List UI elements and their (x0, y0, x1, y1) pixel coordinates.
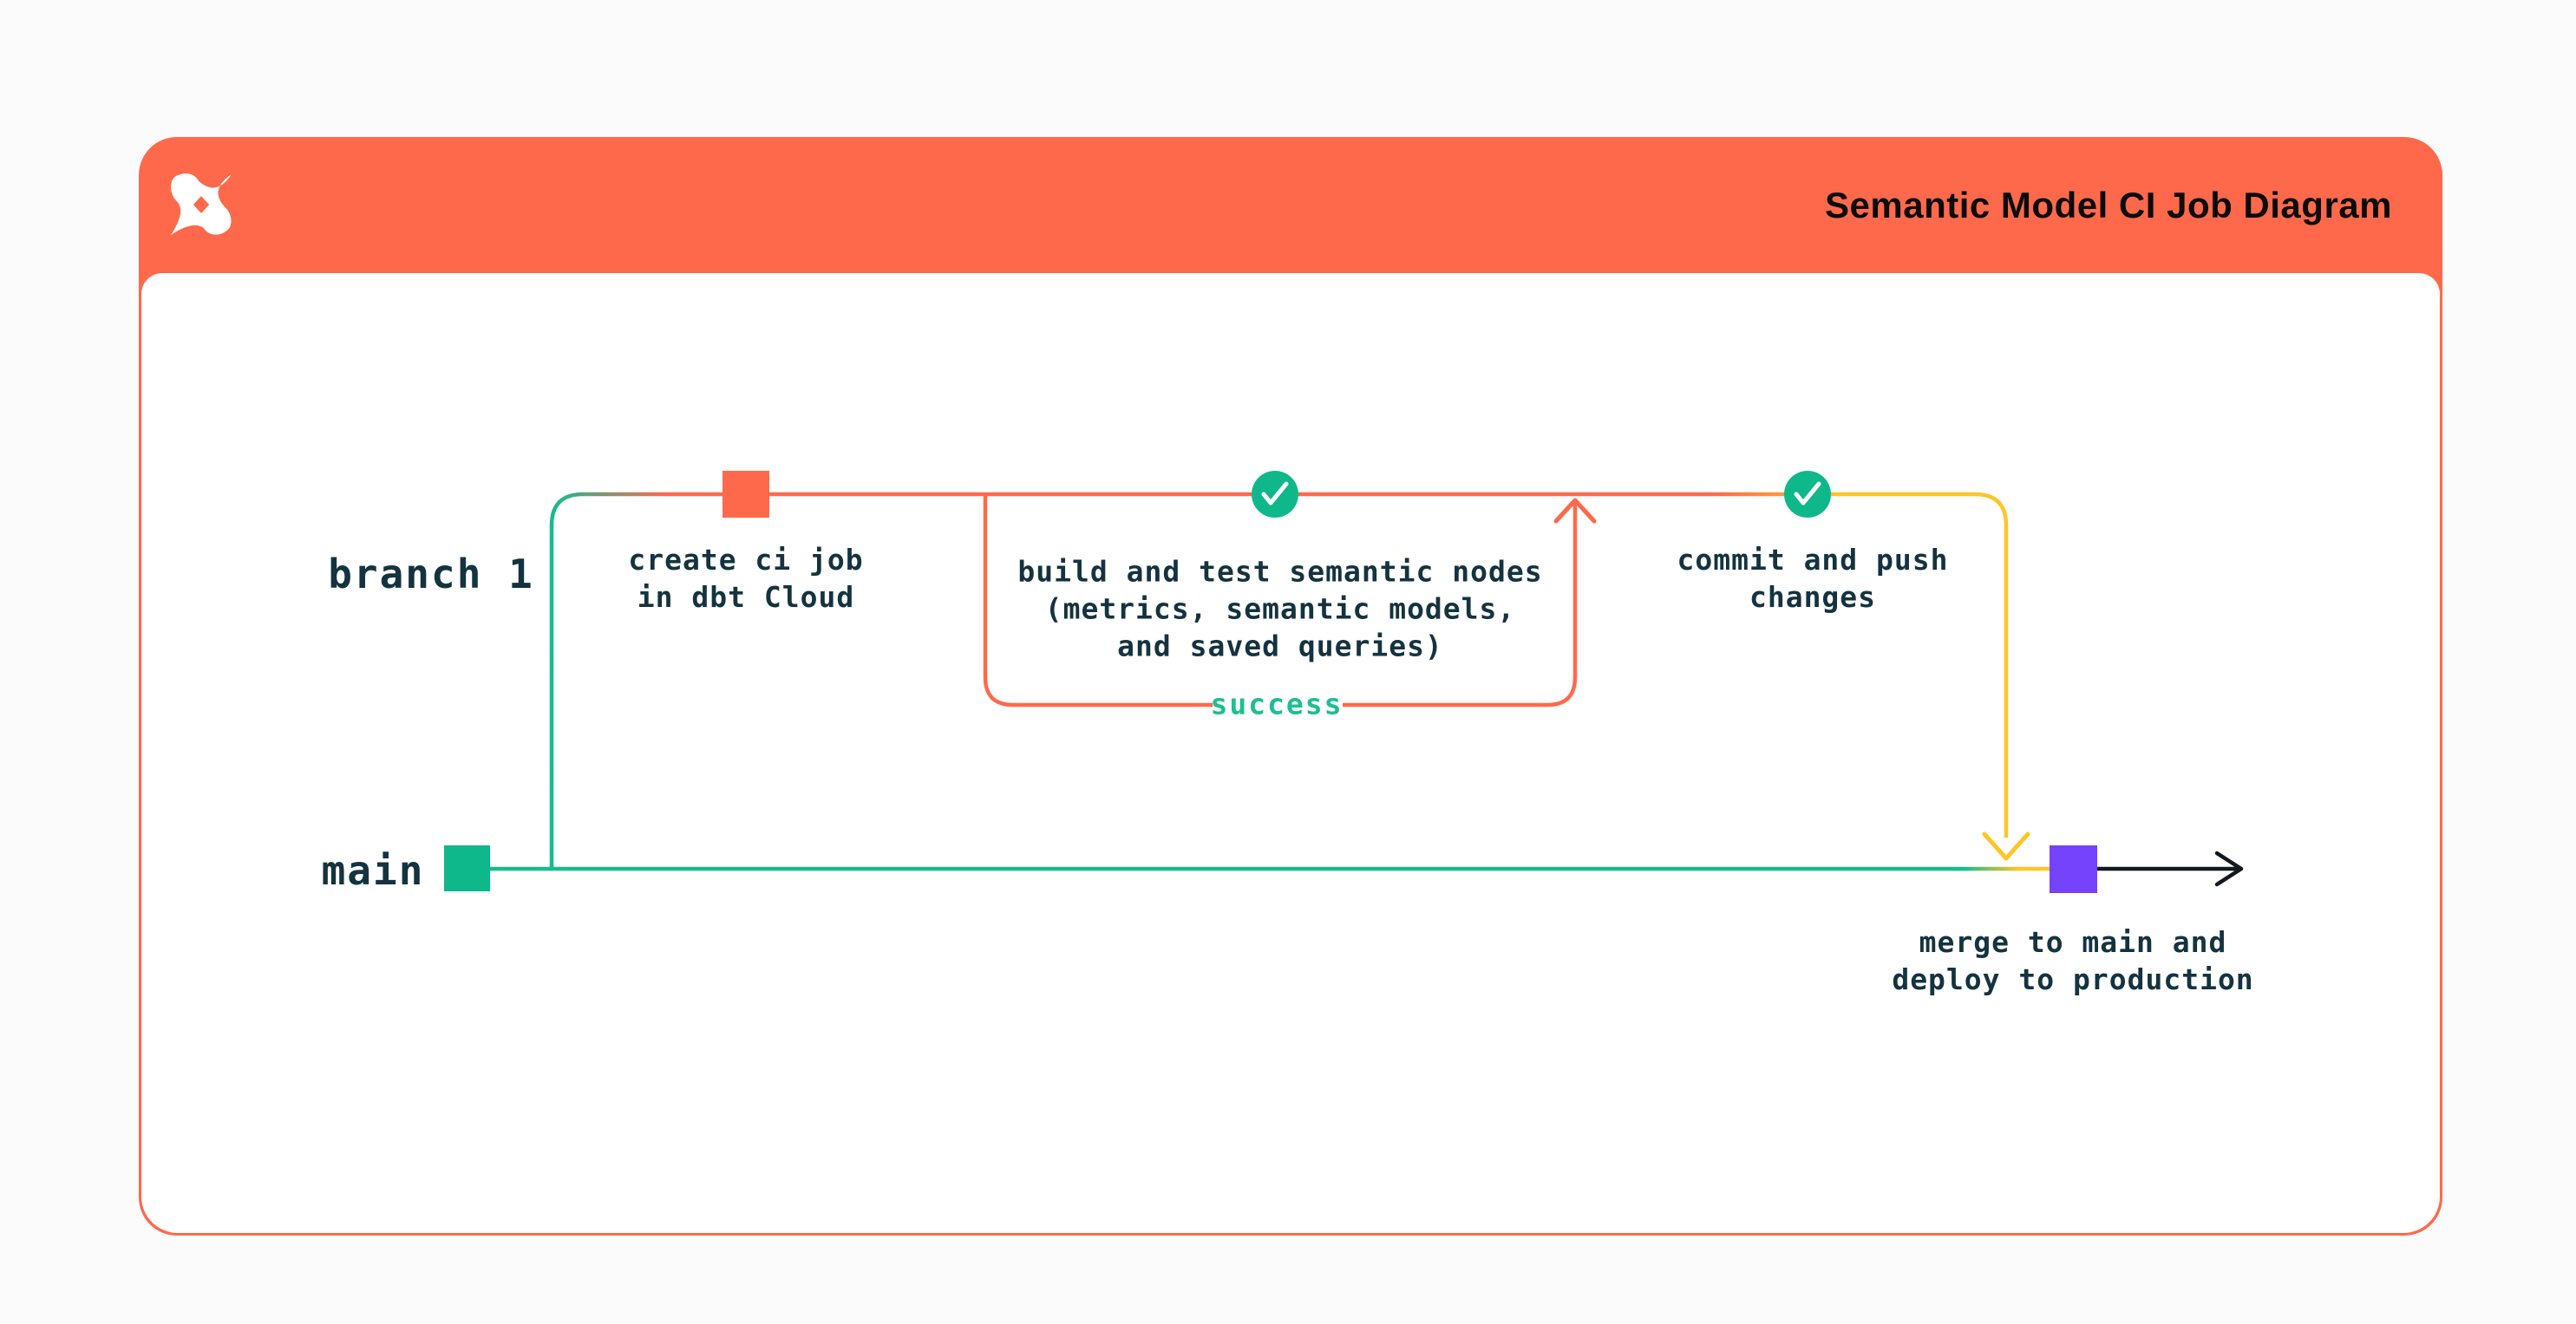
merge-deploy-label: merge to main and deploy to production (1892, 925, 2254, 996)
success-label: success (1210, 687, 1344, 721)
success-loop-arrowhead (1553, 498, 1597, 524)
commit-push-check-icon (1784, 471, 1831, 518)
success-loop-line (983, 496, 1578, 708)
build-test-label: build and test semantic nodes (metrics, … (1017, 554, 1543, 663)
branch1-label: branch 1 (328, 551, 534, 597)
create-ci-job-label: create ci job in dbt Cloud (628, 543, 864, 614)
diagram-card: Semantic Model CI Job Diagram (139, 137, 2442, 1236)
main-continuation-arrow (2095, 851, 2244, 887)
page-title: Semantic Model CI Job Diagram (1825, 184, 2392, 225)
main-label: main (321, 847, 425, 894)
merge-arrowhead (1982, 832, 2030, 861)
dbt-logo-icon (171, 173, 232, 235)
commit-push-label: commit and push changes (1677, 543, 1949, 614)
card-header: Semantic Model CI Job Diagram (139, 137, 2442, 273)
create-ci-job-commit-node (722, 471, 769, 518)
merge-commit-node (2050, 845, 2097, 893)
card-body (141, 273, 2440, 1233)
main-commit-node (444, 845, 490, 891)
build-test-check-icon (1252, 471, 1298, 518)
